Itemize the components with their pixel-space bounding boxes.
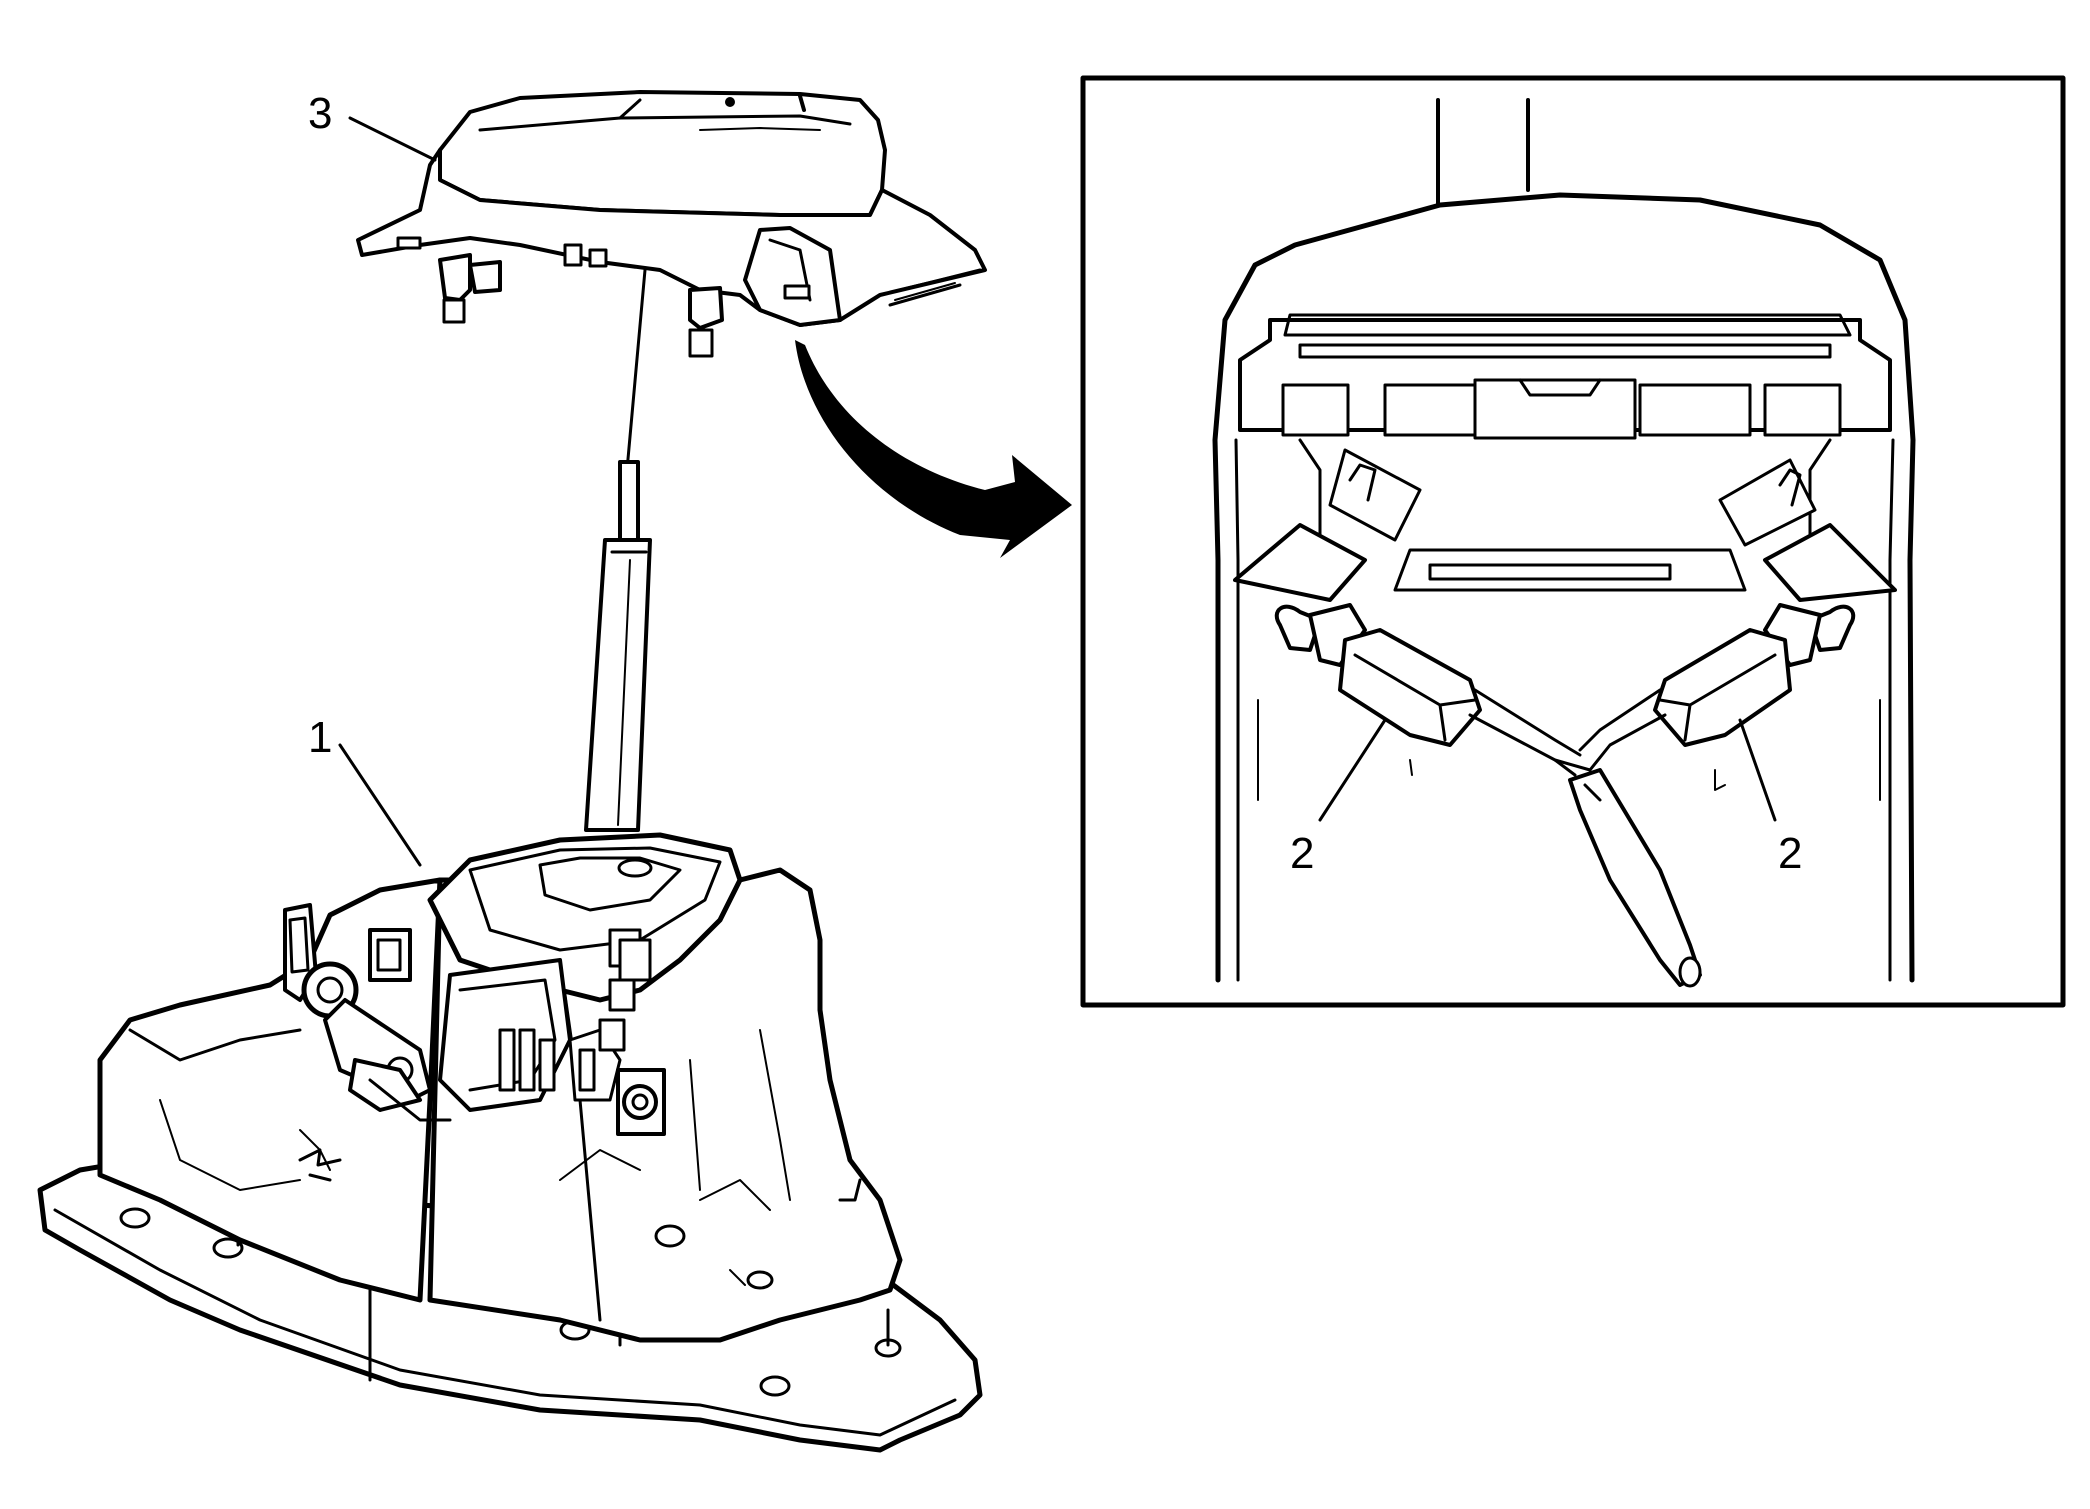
callout-1: 1 <box>308 713 332 762</box>
shift-cover <box>356 90 987 358</box>
shift-lever-shaft <box>584 268 652 832</box>
callout-3: 3 <box>308 89 332 138</box>
shifter-base <box>37 832 983 1453</box>
callout-2-left: 2 <box>1290 829 1314 878</box>
detail-pointer-arrow <box>795 340 1072 558</box>
detail-inset <box>1080 75 2066 1008</box>
callout-2-right: 2 <box>1778 829 1802 878</box>
leader-lines <box>338 116 1777 867</box>
